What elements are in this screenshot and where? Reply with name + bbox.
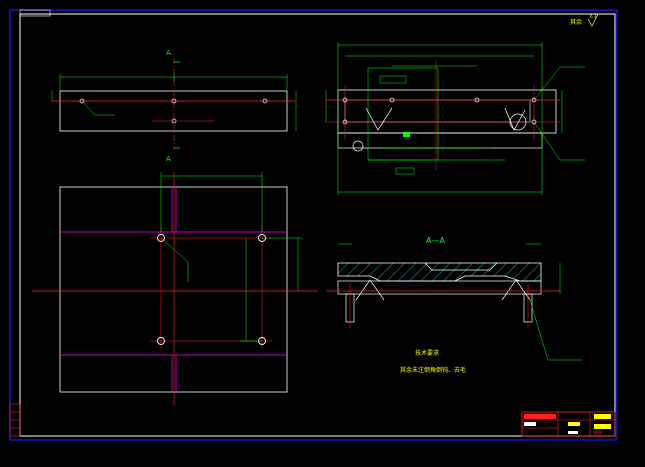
front-hole-4 bbox=[531, 119, 537, 125]
side-view-outline bbox=[59, 90, 288, 132]
front-hole-2 bbox=[531, 97, 537, 103]
title-block-cell-6 bbox=[568, 431, 578, 434]
section-recess bbox=[424, 262, 498, 271]
side-leader bbox=[81, 100, 96, 116]
roughness-symbol-icon bbox=[587, 13, 599, 27]
side-view: A A bbox=[51, 49, 297, 163]
front-marker-3 bbox=[395, 167, 415, 175]
tech-requirements-title: 技术要求 bbox=[415, 349, 439, 357]
title-block-cell-2 bbox=[524, 422, 536, 426]
revision-strip bbox=[9, 403, 21, 437]
inner-border bbox=[19, 13, 616, 437]
front-hole-5 bbox=[389, 97, 395, 103]
title-block: 模具 bbox=[521, 411, 616, 437]
section-view: A—A bbox=[326, 236, 582, 361]
front-leader-1 bbox=[533, 66, 561, 101]
front-hole-1 bbox=[342, 97, 348, 103]
side-hole-2 bbox=[171, 98, 177, 104]
title-block-cell-5 bbox=[594, 424, 611, 429]
front-marker bbox=[403, 132, 410, 137]
front-leader-2 bbox=[533, 121, 561, 161]
title-block-cell-3 bbox=[568, 422, 580, 426]
title-block-cell-4 bbox=[594, 414, 611, 419]
plan-view bbox=[32, 172, 318, 405]
section-mark-bottom: A bbox=[166, 155, 171, 163]
front-pin-r bbox=[509, 113, 527, 131]
section-wedge-r bbox=[501, 279, 531, 301]
front-pin bbox=[352, 140, 364, 152]
roughness-value: 6.3 bbox=[590, 14, 597, 19]
outer-frame bbox=[9, 9, 618, 441]
title-block-cell-1 bbox=[524, 414, 556, 419]
front-wedge-r bbox=[504, 107, 526, 131]
plan-leader bbox=[160, 237, 189, 263]
top-left-tab bbox=[19, 9, 51, 17]
title-block-text: 模具 bbox=[594, 429, 602, 435]
plan-hole-3 bbox=[157, 337, 165, 345]
side-hole-1 bbox=[79, 98, 85, 104]
side-hole-4 bbox=[171, 118, 177, 124]
tech-requirements-line: 其余未注倒角倒钝、去毛 bbox=[400, 366, 466, 374]
technical-notes: 技术要求 其余未注倒角倒钝、去毛 bbox=[400, 349, 466, 374]
title-block-frame bbox=[521, 411, 616, 437]
plan-hole-1 bbox=[157, 234, 165, 242]
front-marker-2 bbox=[379, 75, 407, 84]
roughness-callout: 其余 6.3 bbox=[570, 13, 599, 27]
front-hole-6 bbox=[474, 97, 480, 103]
section-title: A—A bbox=[426, 236, 445, 245]
section-mark-top: A bbox=[166, 49, 171, 57]
front-wedge-l bbox=[365, 107, 393, 131]
section-leader bbox=[529, 299, 549, 361]
front-view bbox=[325, 42, 585, 195]
section-wedge-l bbox=[355, 279, 385, 301]
front-hole-3 bbox=[342, 119, 348, 125]
roughness-label: 其余 bbox=[570, 18, 582, 26]
side-hole-3 bbox=[262, 98, 268, 104]
section-hatched-body bbox=[337, 262, 542, 282]
plan-view-outline bbox=[59, 186, 288, 393]
section-base bbox=[337, 280, 542, 295]
